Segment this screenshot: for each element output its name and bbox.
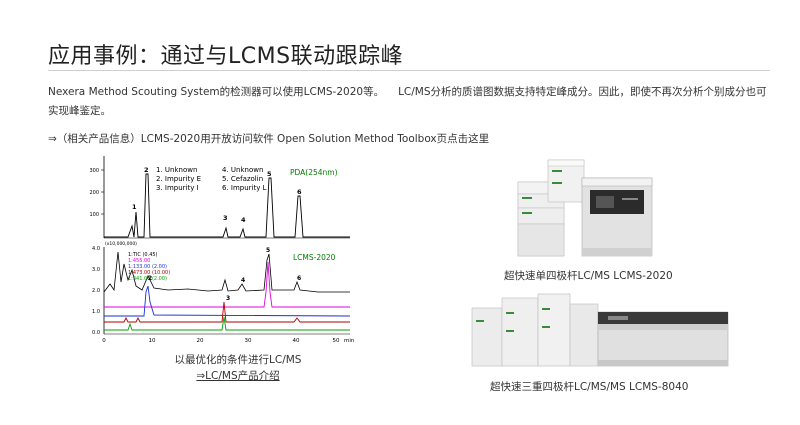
top-legend-1: 1. Unknown [156,166,197,174]
description-line-1: Nexera Method Scouting System的检测器可以使用LCM… [48,86,385,98]
svg-text:300: 300 [89,168,99,174]
title-divider [48,70,770,71]
trace-label-455: 1:455.00 [128,258,150,264]
top-peak-label-5: 5 [267,170,272,178]
trace-133 [104,285,351,317]
xtick-30: 30 [245,338,252,344]
top-legend-2: 2. Impurity E [156,175,201,183]
lcms-ytick-4: 0.0 [92,330,100,336]
pda-detector-label: PDA(254nm) [290,168,338,177]
chromatogram-figure: 300 200 100 1 2 3 4 5 6 1. Unknown 2. Im… [89,156,355,344]
bottom-peak-label-5: 5 [266,247,270,254]
trace-tic [103,251,350,293]
trace-473 [104,301,350,323]
trace-label-tic: 1:TIC (0.45) [128,252,158,258]
related-product-link[interactable]: ⇒（相关产品信息）LCMS-2020用开放访问软件 Open Solution … [48,133,490,145]
top-legend-5: 5. Cefazolin [222,175,263,183]
bottom-peak-label-4: 4 [241,277,245,284]
lcms-ytick-3: 1.0 [92,309,100,315]
svg-text:200: 200 [89,190,99,196]
description: Nexera Method Scouting System的检测器可以使用LCM… [48,83,768,121]
xtick-20: 20 [197,338,204,344]
lcms-ytick-0: 4.0 [92,246,100,252]
page-title: 应用事例：通过与LCMS联动跟踪峰 [48,44,404,69]
top-peak-label-4: 4 [241,216,246,224]
trace-341 [104,316,350,331]
trace-label-341: 1:341.00 (2.00) [128,276,167,282]
lcms-scale-label: (x10,000,000) [105,241,137,247]
top-peak-label-3: 3 [223,214,228,222]
trace-label-473: 1:473.00 (10.00) [128,270,170,276]
xtick-50: 50 [333,338,340,344]
top-legend-6: 6. Impurity L [222,184,267,192]
lcms-2020-caption: 超快速单四极杆LC/MS LCMS-2020 [504,270,673,282]
lcms-panel: (x10,000,000) 4.0 3.0 2.0 1.0 0.0 1:TIC … [92,241,355,344]
top-peak-label-1: 1 [132,203,137,211]
bottom-peak-label-6: 6 [297,275,301,282]
top-peak-label-2: 2 [144,166,149,174]
lcms-8040-caption: 超快速三重四极杆LC/MS/MS LCMS-8040 [490,381,689,393]
left-caption: 以最优化的条件进行LC/MS ⇒LC/MS产品介绍 [88,352,388,384]
top-peak-label-6: 6 [297,188,302,196]
xtick-40: 40 [293,338,300,344]
trace-455 [104,261,350,308]
xtick-10: 10 [149,338,156,344]
lcms-ytick-1: 3.0 [92,267,100,273]
bottom-peak-label-3: 3 [226,295,230,302]
pda-trace [104,173,350,238]
lcms-product-link[interactable]: ⇒LC/MS产品介绍 [196,370,280,382]
xtick-0: 0 [102,338,106,344]
top-legend-4: 4. Unknown [222,166,263,174]
lcms-8040-image [471,293,729,367]
svg-text:100: 100 [89,212,99,218]
lcms-2020-image [517,159,653,257]
lcms-ytick-2: 2.0 [92,288,100,294]
pda-panel: 300 200 100 1 2 3 4 5 6 1. Unknown 2. Im… [89,156,350,239]
bottom-peak-label-2: 2 [148,275,152,282]
lcms-detector-label: LCMS-2020 [293,253,336,262]
left-caption-line: 以最优化的条件进行LC/MS [174,354,302,366]
description-line-2: LC/MS分析的质谱图数据支持特定峰成分。因此，即使不再次分析个别成分也可实现峰… [48,86,767,117]
top-legend-3: 3. Impurity I [156,184,199,192]
trace-label-133: 1:133.00 (2.00) [128,264,167,270]
xaxis-unit: min [344,338,355,344]
